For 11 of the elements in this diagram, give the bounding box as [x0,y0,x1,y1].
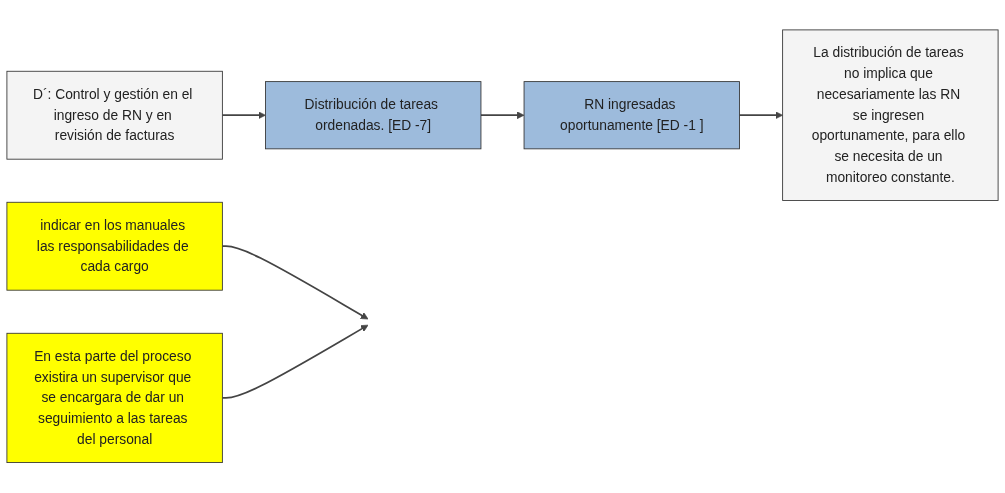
node-box: RN ingresadas oportunamente [ED -1 ] [523,81,740,150]
arrow [221,111,266,120]
node-box: indicar en los manuales las responsabilidades de cada cargo [6,202,223,291]
arrow [221,325,369,400]
node-box: En esta parte del proceso existira un supervisor que se encargara de dar un seguimiento a las tareas del personal [6,333,223,464]
arrow [221,245,369,320]
node-box: La distribución de tareas no implica que necesariamente las RN se ingresen oportunamente, para ello se necesita de un monitoreo constante. [782,29,999,202]
arrow [738,111,783,120]
node-box: D´: Control y gestión en el ingreso de RN y en revisión de facturas [6,71,223,160]
arrow [480,111,525,120]
node-box: Distribución de tareas ordenadas. [ED -7] [265,81,482,150]
